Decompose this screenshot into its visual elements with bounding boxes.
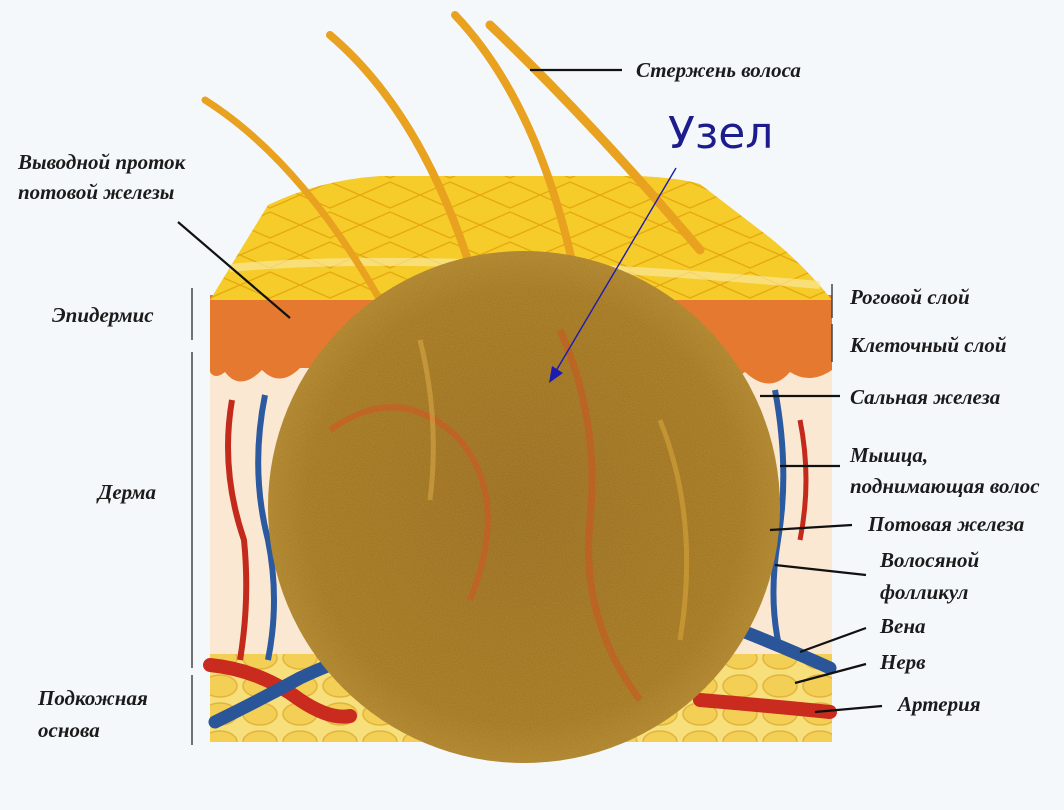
label-hair-shaft: Стержень волоса	[636, 58, 801, 83]
label-sweat-duct-line2: потовой железы	[18, 180, 174, 205]
label-sweat-gland: Потовая железа	[868, 512, 1024, 537]
node-callout-label: Узел	[668, 108, 773, 159]
label-sebaceous-gland: Сальная железа	[850, 385, 1000, 410]
label-nerve: Нерв	[880, 650, 926, 675]
label-subcutaneous-line2: основа	[38, 718, 100, 743]
label-sweat-duct-line1: Выводной проток	[18, 150, 185, 175]
obscuring-blob	[268, 251, 780, 763]
label-follicle-line1: Волосяной	[880, 548, 979, 573]
label-subcutaneous-line1: Подкожная	[38, 686, 148, 711]
label-cell-layer: Клеточный слой	[850, 333, 1007, 358]
label-muscle-line2: поднимающая волос	[850, 474, 1040, 499]
label-horny-layer: Роговой слой	[850, 285, 970, 310]
label-dermis: Дерма	[98, 480, 156, 505]
label-muscle-line1: Мышца,	[850, 443, 928, 468]
label-vein: Вена	[880, 614, 926, 639]
label-artery: Артерия	[898, 692, 981, 717]
label-epidermis: Эпидермис	[52, 303, 154, 328]
label-follicle-line2: фолликул	[880, 580, 968, 605]
